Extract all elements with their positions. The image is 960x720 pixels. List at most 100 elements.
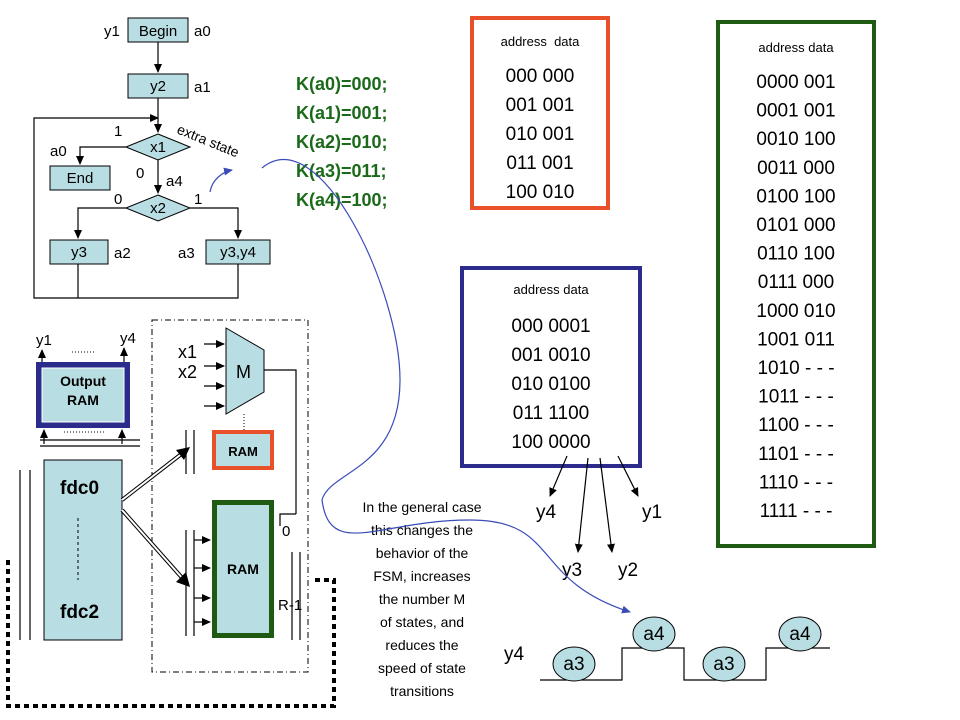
wave-state-label: a4 [789,624,811,645]
y2-block-label: y2 [150,78,166,95]
table_blue-row: 011 1100 [513,403,589,424]
table_green-row: 1101 - - - [758,444,834,465]
fdc0-label: fdc0 [60,478,99,499]
caption-line-5: the number M [379,591,465,607]
wave-state-label: a3 [563,654,584,675]
mux-x2-label: x2 [178,362,197,382]
output-ram-label-1: Output [60,373,106,389]
state-a3-label: a3 [178,245,195,262]
y3y4-block-label: y3,y4 [220,244,256,261]
loop-line [33,117,150,299]
table_green-row: 0110 100 [757,244,835,265]
circuit-schematic: y1 y4 Output RAM fdc0 fdc2 M x1 x2 [6,319,336,708]
table_green-row: 1011 - - - [758,387,834,408]
begin-label: Begin [139,23,177,40]
table_blue-row: 100 0000 [511,432,590,453]
mux-label: M [236,362,251,382]
table_green-row: 0001 001 [756,101,835,122]
wave-state-circle [778,616,822,652]
caption-line-1: In the general case [362,499,481,515]
y4-waveform: y4 a3 a4 a3 a4 [504,616,830,682]
blue-table-header: address data [513,282,589,297]
table_green-row: 1010 - - - [757,358,834,379]
x1-condition-label: x1 [150,139,166,156]
table_red-row: 010 001 [506,124,575,145]
begin-block [127,17,189,43]
caption-line-8: speed of state [378,660,466,676]
transition-table-green: address data 0000 001 0001 001 0010 100 001… [716,20,876,548]
output-y1-label: y1 [36,332,52,349]
table_blue-row: 000 0001 [511,316,590,337]
caption-line-7: reduces the [385,637,458,653]
state-a2-label: a2 [114,245,131,262]
bit-y3-label: y3 [562,560,582,581]
wave-state-circle [702,646,746,682]
x1-branch-zero: 0 [136,165,144,182]
code-a1: K(a1)=001; [296,103,388,123]
y3-block-label: y3 [71,244,87,261]
end-label: End [67,170,94,187]
caption-line-3: behavior of the [376,545,469,561]
y2-block [127,73,189,99]
state-a4-label: a4 [166,173,183,190]
state-a0-label: a0 [194,23,211,40]
table_green-row: 0010 100 [756,129,835,150]
table_green-row: 0111 000 [758,272,834,293]
code-a3: K(a3)=011; [296,161,387,181]
y3y4-block [205,239,271,265]
extra-state-label: extra state [175,121,242,160]
a4-arrow [209,167,233,193]
caption-line-2: this changes the [371,522,473,538]
x2-branch-one: 1 [194,191,202,208]
table_blue-row: 010 0100 [511,374,590,395]
r-minus-one-label: R-1 [278,597,302,614]
wave-state-label: a4 [643,624,665,645]
output-y4-label: y4 [120,330,136,347]
table_green-row: 1000 010 [756,301,835,322]
zero-label: 0 [282,523,290,540]
output-table-blue: address data 000 0001 001 0010 010 0100 011… [460,266,642,468]
begin-output-label: y1 [104,23,120,40]
table_red-row: 000 000 [506,66,575,87]
waveform-label: y4 [504,644,525,665]
table_green-row: 1111 - - - [760,501,833,522]
code-a2: K(a2)=010; [296,132,388,152]
bit-y2-label: y2 [618,560,638,581]
code-a4: K(a4)=100; [296,190,388,210]
fdc2-label: fdc2 [60,602,99,623]
caption-line-9: transitions [390,683,454,699]
x2-condition-label: x2 [150,200,166,217]
table_blue-row: 001 0010 [511,345,590,366]
red-table-header: address data [501,34,581,49]
end-block [49,165,111,191]
green-table-header: address data [758,40,834,55]
green-ram-label: RAM [227,561,259,577]
table_red-row: 011 001 [506,153,573,174]
table_green-row: 0000 001 [756,72,835,93]
x2-branch-zero: 0 [114,191,122,208]
table_green-row: 0011 000 [757,158,835,179]
wave-state-circle [632,616,676,652]
red-ram-label: RAM [228,444,258,459]
wave-state-circle [552,646,596,682]
table_green-row: 1100 - - - [758,415,834,436]
mux-x1-label: x1 [178,342,197,362]
state-codes: K(a0)=000; K(a1)=001; K(a2)=010; K(a3)=0… [296,74,388,210]
table_red-row: 100 010 [506,182,575,203]
table_green-row: 1110 - - - [759,472,833,493]
state-a0-end-label: a0 [50,143,67,160]
caption-line-4: FSM, increases [373,568,470,584]
table_green-row: 0100 100 [756,186,835,207]
fdc-register [43,459,123,641]
caption-line-6: of states, and [380,614,464,630]
bit-y1-label: y1 [642,502,662,523]
wave-state-label: a3 [713,654,734,675]
table_green-row: 1001 011 [757,329,835,350]
mux-block [225,327,265,415]
fsm-flowchart: Begin y1 a0 y2 a1 x1 1 0 a0 End extra st… [33,17,271,299]
x2-condition [124,194,192,222]
code-a0: K(a0)=000; [296,74,388,94]
output-bit-labels: y4 y1 y3 y2 [536,455,662,581]
